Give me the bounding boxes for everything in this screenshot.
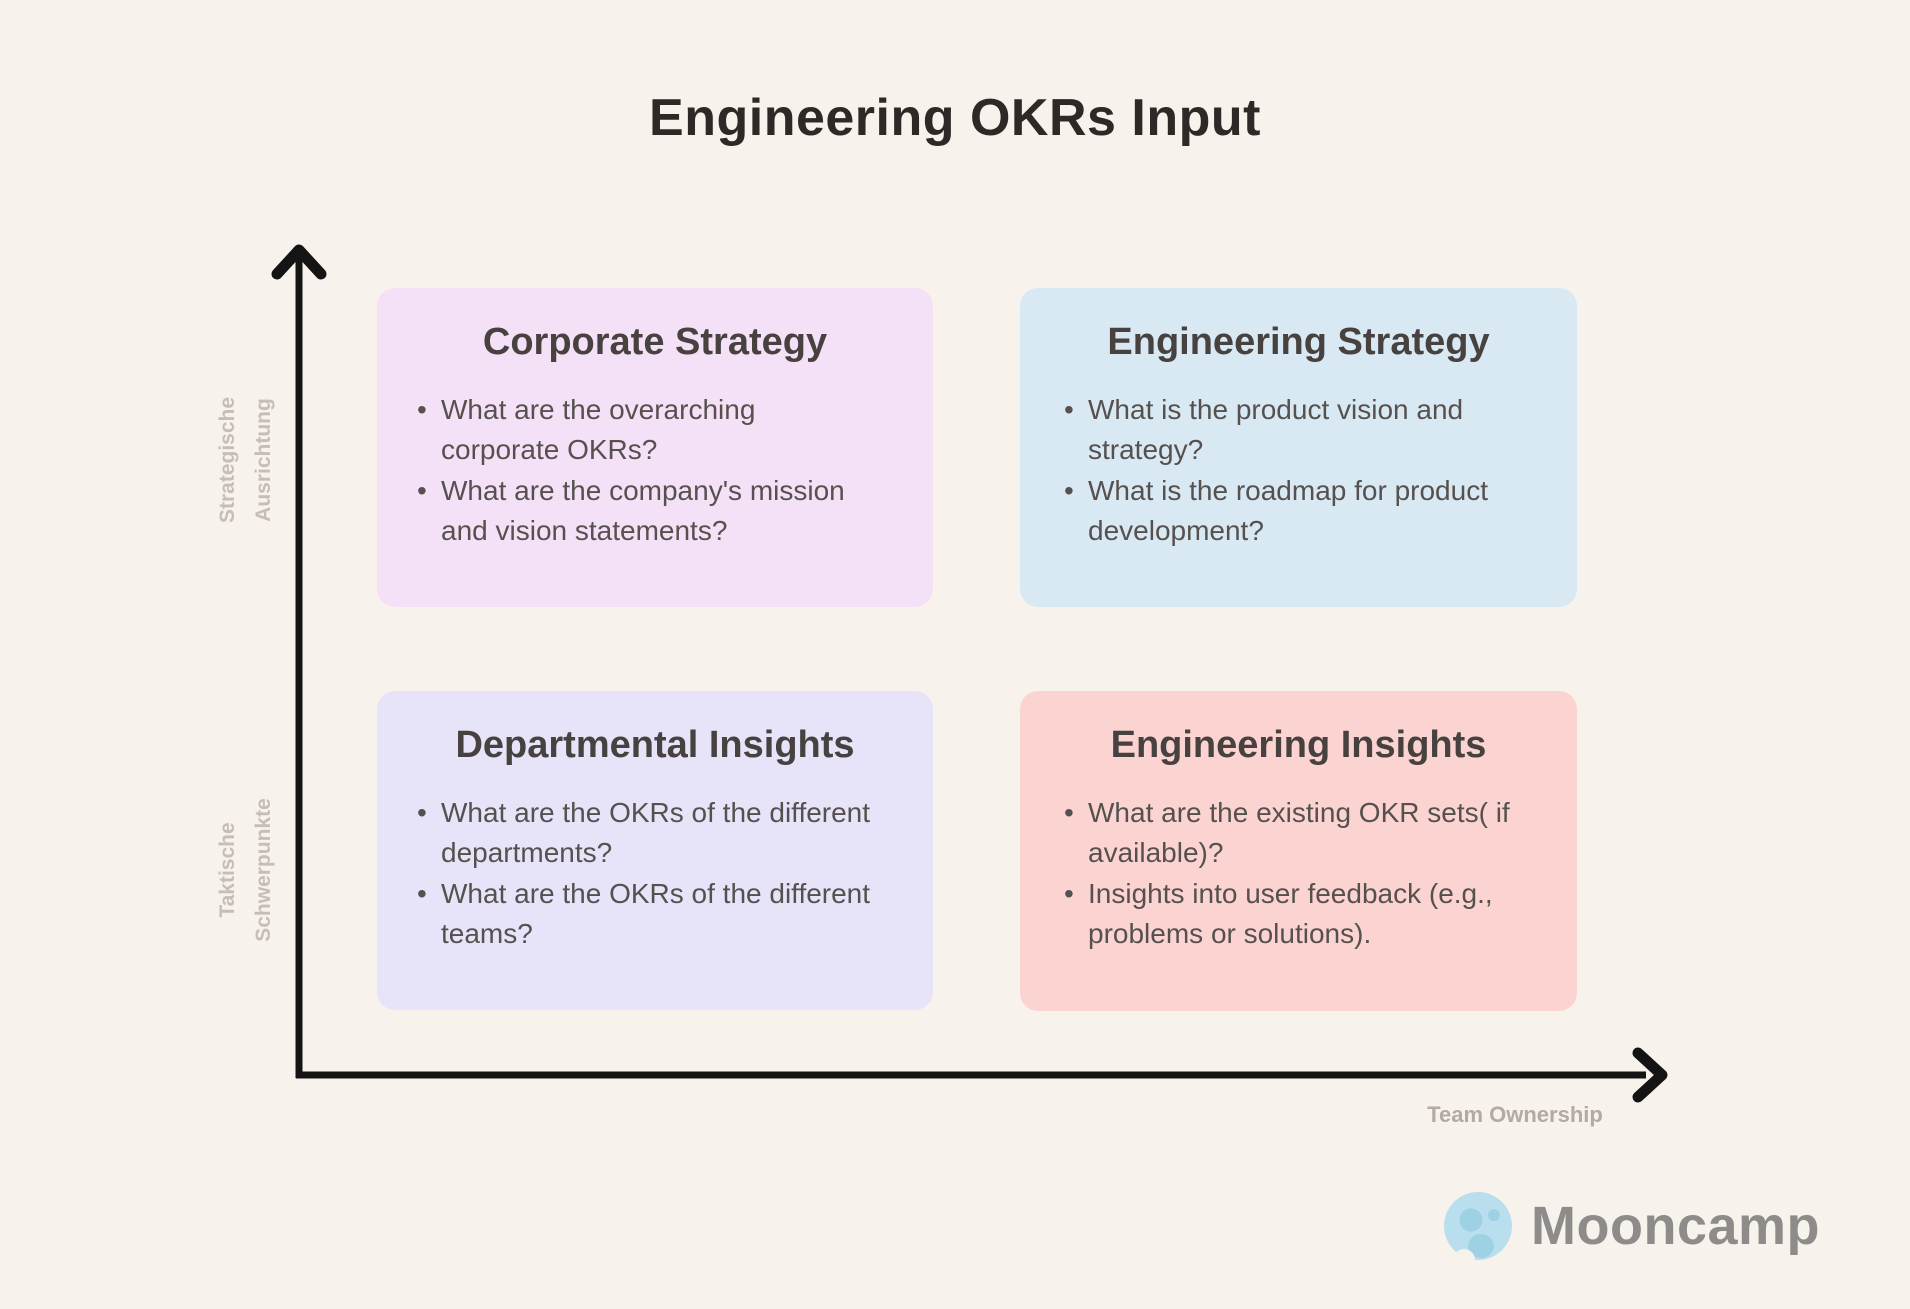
- bullet-item: What are the OKRs of the different teams…: [417, 874, 877, 955]
- quadrant-bullet-list: What are the overarching corporate OKRs?…: [417, 390, 847, 552]
- x-axis-arrowhead-icon: [1632, 1047, 1668, 1103]
- bullet-item: What are the company's mission and visio…: [417, 471, 847, 552]
- quadrant-departmental-insights: Departmental Insights What are the OKRs …: [377, 691, 933, 1010]
- bullet-item: What are the OKRs of the different depar…: [417, 793, 877, 874]
- quadrant-engineering-insights: Engineering Insights What are the existi…: [1020, 691, 1577, 1011]
- quadrant-bullet-list: What are the existing OKR sets( if avail…: [1064, 793, 1514, 955]
- y-axis-label-line: Schwerpunkte: [252, 798, 275, 942]
- quadrant-engineering-strategy: Engineering Strategy What is the product…: [1020, 288, 1577, 607]
- y-axis-arrowhead-icon: [271, 244, 327, 280]
- y-axis-label-line: Strategische: [215, 396, 239, 524]
- quadrant-title: Engineering Strategy: [1107, 321, 1490, 363]
- bullet-item: Insights into user feedback (e.g., probl…: [1064, 874, 1514, 955]
- logo-wordmark: Mooncamp: [1531, 1196, 1821, 1256]
- quadrant-corporate-strategy: Corporate Strategy What are the overarch…: [377, 288, 933, 607]
- moon-crater: [1488, 1209, 1500, 1221]
- page-title: Engineering OKRs Input: [649, 89, 1261, 147]
- y-axis-label-line: Taktische: [215, 822, 239, 918]
- y-axis-label-tactical: Taktische Schwerpunkte: [210, 798, 282, 942]
- bullet-item: What is the product vision and strategy?: [1064, 390, 1494, 471]
- x-axis: [296, 1047, 1668, 1103]
- bullet-item: What are the overarching corporate OKRs?: [417, 390, 847, 471]
- y-axis: [271, 244, 327, 1078]
- y-axis-label-strategic: Strategische Ausrichtung: [210, 397, 282, 523]
- quadrant-title: Engineering Insights: [1110, 724, 1487, 766]
- moon-crater: [1459, 1208, 1483, 1232]
- quadrant-title: Corporate Strategy: [482, 321, 828, 363]
- x-axis-label: Team Ownership: [1427, 1102, 1603, 1127]
- quadrant-bullet-list: What is the product vision and strategy?…: [1064, 390, 1494, 552]
- moon-crater: [1468, 1234, 1494, 1258]
- moon-icon: [1444, 1192, 1512, 1260]
- quadrant-bullet-list: What are the OKRs of the different depar…: [417, 793, 877, 955]
- quadrant-title: Departmental Insights: [455, 724, 855, 766]
- bullet-item: What are the existing OKR sets( if avail…: [1064, 793, 1514, 874]
- y-axis-label-line: Ausrichtung: [252, 398, 275, 522]
- mooncamp-logo: Mooncamp: [1443, 1191, 1820, 1261]
- bullet-item: What is the roadmap for product developm…: [1064, 471, 1494, 552]
